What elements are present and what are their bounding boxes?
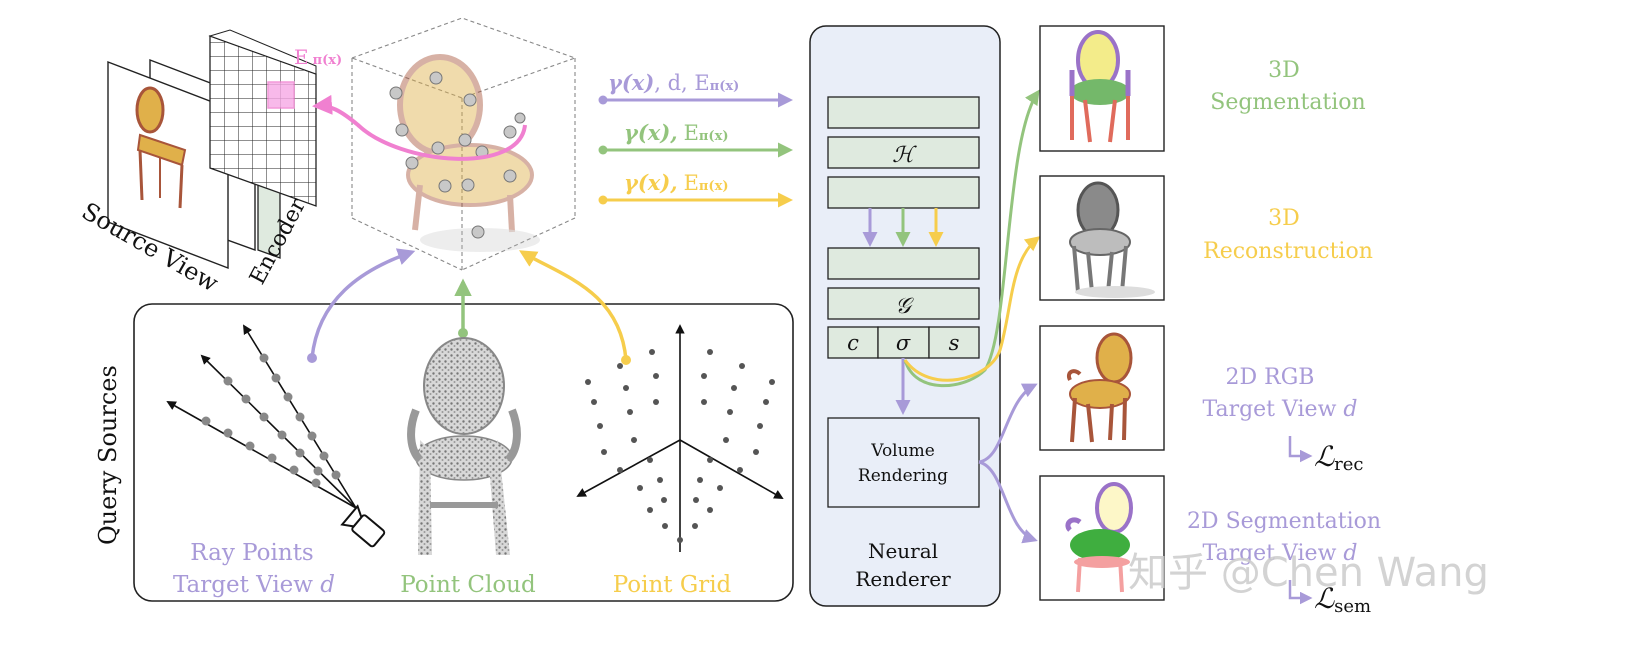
watermark: 知乎 @Chen Wang xyxy=(1128,550,1489,596)
query-sources-title: Query Sources xyxy=(94,365,122,545)
layer-G-top xyxy=(827,247,980,280)
seg3d-label-2: Segmentation xyxy=(1210,90,1365,115)
rgb-thumbnail xyxy=(1039,325,1165,451)
renderer-label-2: Renderer xyxy=(855,567,951,591)
purple-input-arrow: γ(x), d, Eπ(x) xyxy=(598,70,793,108)
neural-renderer: ℋ 𝒢 c σ s Volume Rendering Neural Render… xyxy=(809,25,1001,607)
output-s xyxy=(928,326,980,359)
source-chair-icon xyxy=(135,86,187,209)
sigma-label: σ xyxy=(896,331,911,355)
point-grid-label: Point Grid xyxy=(613,572,732,598)
yellow-input-arrow: γ(x),Eπ(x) xyxy=(598,170,793,208)
ray-label-1: Ray Points xyxy=(190,540,313,566)
svg-text:γ(x),Eπ(x): γ(x),Eπ(x) xyxy=(624,170,729,195)
rec3d-label-2: Reconstruction xyxy=(1203,239,1373,264)
volume-rendering-box xyxy=(827,417,980,508)
green-output-curve xyxy=(903,89,1040,388)
query-sources-panel: Query Sources xyxy=(94,248,794,602)
rgb-label-2: Target View d xyxy=(1202,397,1357,422)
s-label: s xyxy=(949,331,960,355)
projection-arrow xyxy=(312,94,527,161)
output-sigma xyxy=(877,326,930,359)
layer-G xyxy=(827,287,980,320)
c-label: c xyxy=(847,331,859,355)
volume-label: Volume xyxy=(870,441,935,461)
seg2d-label-1: 2D Segmentation xyxy=(1187,509,1381,534)
renderer-label-1: Neural xyxy=(868,539,938,563)
svg-text:γ(x), d, Eπ(x): γ(x), d, Eπ(x) xyxy=(608,70,739,95)
seg2d-thumbnail xyxy=(1039,475,1165,601)
rgb-label-1: 2D RGB xyxy=(1226,365,1315,390)
rendering-label: Rendering xyxy=(858,466,948,486)
cube-chair-icon xyxy=(397,54,540,252)
output-c xyxy=(827,326,879,359)
ray-points-icon xyxy=(166,324,386,548)
camera-icon xyxy=(340,504,386,548)
seg3d-thumbnail xyxy=(1039,25,1165,152)
layer-H-top xyxy=(827,96,980,129)
loss-rec: ℒrec xyxy=(1314,440,1364,475)
rec3d-thumbnail xyxy=(1039,175,1165,301)
encoder-side xyxy=(208,29,317,75)
point-cloud-icon xyxy=(407,337,521,555)
point-grid-icon xyxy=(576,324,784,552)
sample-points xyxy=(389,71,526,239)
purple-output-curve-rgb xyxy=(978,383,1038,464)
layer-H-bottom xyxy=(827,176,980,209)
feature-highlight xyxy=(267,81,295,109)
ray-up-arrow xyxy=(310,248,416,359)
layer-H xyxy=(827,136,980,169)
purple-output-curve-seg xyxy=(978,460,1038,544)
seg3d-label-1: 3D xyxy=(1268,58,1300,83)
H-label: ℋ xyxy=(892,143,917,168)
output-labels: 3D Segmentation 3D Reconstruction 2D RGB… xyxy=(1187,58,1381,617)
query-cube xyxy=(312,17,577,271)
rec3d-label-1: 3D xyxy=(1268,206,1300,231)
ray-label-2: Target View d xyxy=(173,572,335,598)
yellow-output-curve xyxy=(903,236,1041,382)
loss-sem: ℒsem xyxy=(1314,582,1371,617)
green-input-arrow: γ(x),Eπ(x) xyxy=(598,120,793,158)
svg-text:γ(x),Eπ(x): γ(x),Eπ(x) xyxy=(624,120,729,145)
grid-up-arrow xyxy=(519,250,628,361)
point-cloud-label: Point Cloud xyxy=(400,572,536,598)
G-label: 𝒢 xyxy=(895,294,914,319)
seg2d-label-2: Target View d xyxy=(1202,541,1357,566)
